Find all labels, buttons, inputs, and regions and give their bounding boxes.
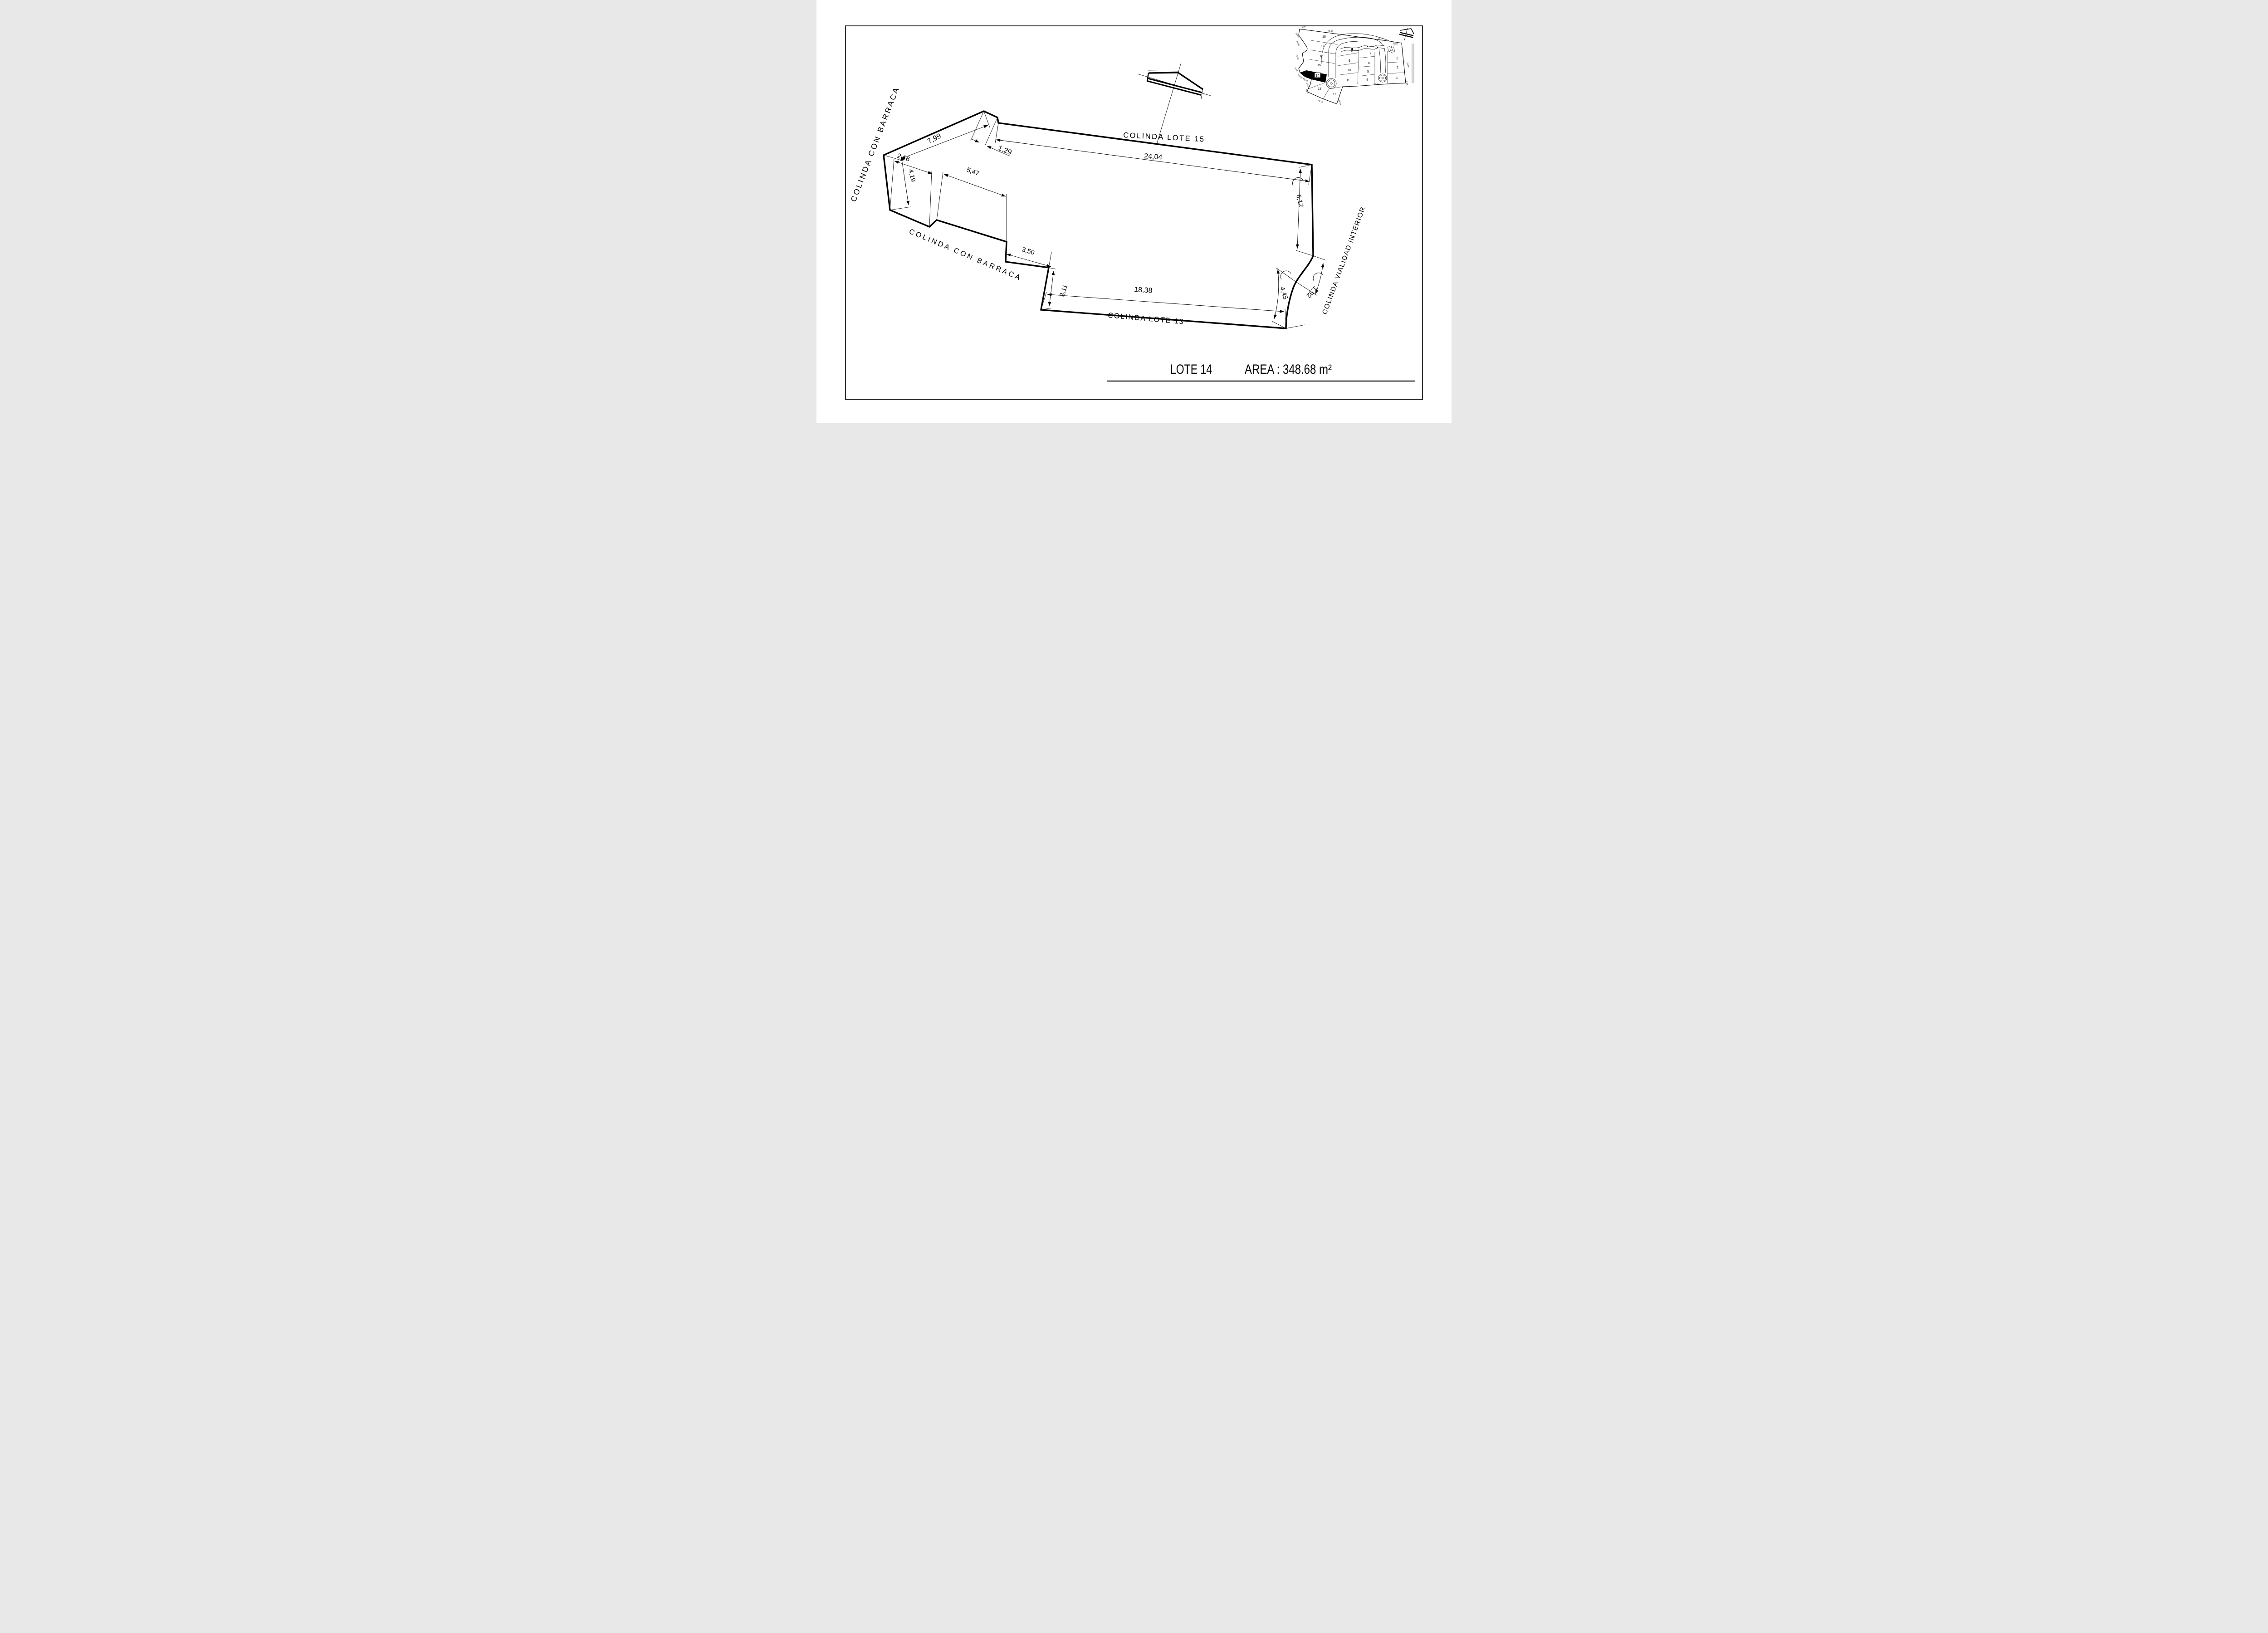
inset-lot-7: 7 [1369,53,1371,56]
inset-lot-4: 4 [1366,78,1368,82]
dim-label-3-11: 3,11 [1059,284,1070,298]
inset-dim: 5.25 [1301,25,1306,29]
inset-dim: 29.58 [1406,62,1410,68]
dim-label-4-45: 4,45 [1278,286,1289,300]
lot-boundary [883,110,1314,329]
extension-lines [883,111,1325,329]
dim-label-1-92: 1,92 [1305,284,1319,299]
inset-dim: 25.80 [1295,54,1300,60]
inset-lot-13: 13 [1318,88,1321,91]
inset-dim: 10.40 [1306,83,1310,88]
angle-arcs [1280,177,1324,282]
building-icon [1387,42,1398,53]
title-lot: LOTE 14 [1170,362,1212,377]
inset-lot-11: 11 [1346,79,1349,82]
inset-lot-8: 8 [1351,49,1353,53]
inset-lot-15: 15 [1317,64,1321,67]
inset-dim: 3.50 [1304,78,1309,82]
inset-lot-5: 5 [1367,70,1369,73]
inset-dim: 40.10 [1318,99,1324,103]
inset-lot-6: 6 [1368,62,1370,65]
inset-lot-10: 10 [1347,69,1351,72]
inset-dim: 87.08 [1378,37,1384,40]
inset-map: 14 1 2 3 4 5 6 7 8 9 10 11 12 13 15 16 1… [1294,25,1414,105]
inset-lot-12: 12 [1333,93,1336,96]
boundary-label-upper-left: COLINDA CON BARRACA [849,85,901,203]
dim-label-4-19: 4,19 [907,169,917,183]
inset-dim: 5.40 [1305,89,1309,94]
inset-lot-18: 18 [1322,35,1326,39]
title-area: AREA : 348.68 m² [1245,362,1332,377]
dim-label-24-04: 24,04 [1144,152,1163,161]
inset-lot-14-box [1314,72,1321,78]
inset-lot-14-label: 14 [1315,73,1320,78]
inset-lot-17: 17 [1321,45,1325,48]
inset-lot-16: 16 [1320,55,1323,58]
inset-dim: 4.60 [1297,74,1302,78]
dim-label-7-99: 7,99 [926,132,943,145]
dim-label-6-12: 6,12 [1295,194,1305,208]
inset-dim: 5.46 [1301,77,1306,81]
street-lines [1412,44,1414,83]
dim-label-3-50: 3,50 [1021,246,1036,256]
dim-label-5-47: 5,47 [966,166,980,178]
inset-north-arrow [1399,28,1414,41]
cul-de-sac-left [1326,78,1337,89]
inset-lot-2: 2 [1397,66,1398,69]
inset-dim: 6.90 [1294,67,1298,72]
inset-dim: 10.00 [1295,32,1300,38]
cul-de-sac-right [1378,73,1387,83]
plan-canvas: 7,99 1,29 24,04 4,19 2.16 5,47 3,50 3,11… [845,25,1423,400]
boundary-label-right: COLINDA VIALIDAD INTERIOR [1321,205,1367,315]
survey-plan-page: 7,99 1,29 24,04 4,19 2.16 5,47 3,50 3,11… [816,0,1452,423]
inset-lot-1: 1 [1396,57,1398,60]
inset-dim: 11.50 [1296,40,1300,46]
north-arrow [1137,62,1211,145]
inset-dim: 24.68 [1338,99,1342,105]
inset-dim: 76.88 [1374,83,1379,86]
inset-road [1321,33,1389,89]
inset-lot-9: 9 [1349,59,1350,63]
dim-label-1-29: 1,29 [997,144,1013,156]
boundary-label-bottom: COLINDA LOTE 13 [1108,312,1185,326]
dimension-lines [894,125,1325,319]
dim-label-2-16: 2.16 [896,152,911,163]
inset-dim: 53.42 [1328,29,1334,33]
dim-label-18-38: 18,38 [1134,286,1153,295]
inset-lot-3: 3 [1396,77,1398,80]
page-border [845,25,1423,400]
inset-dim: 9.88 [1405,81,1408,85]
